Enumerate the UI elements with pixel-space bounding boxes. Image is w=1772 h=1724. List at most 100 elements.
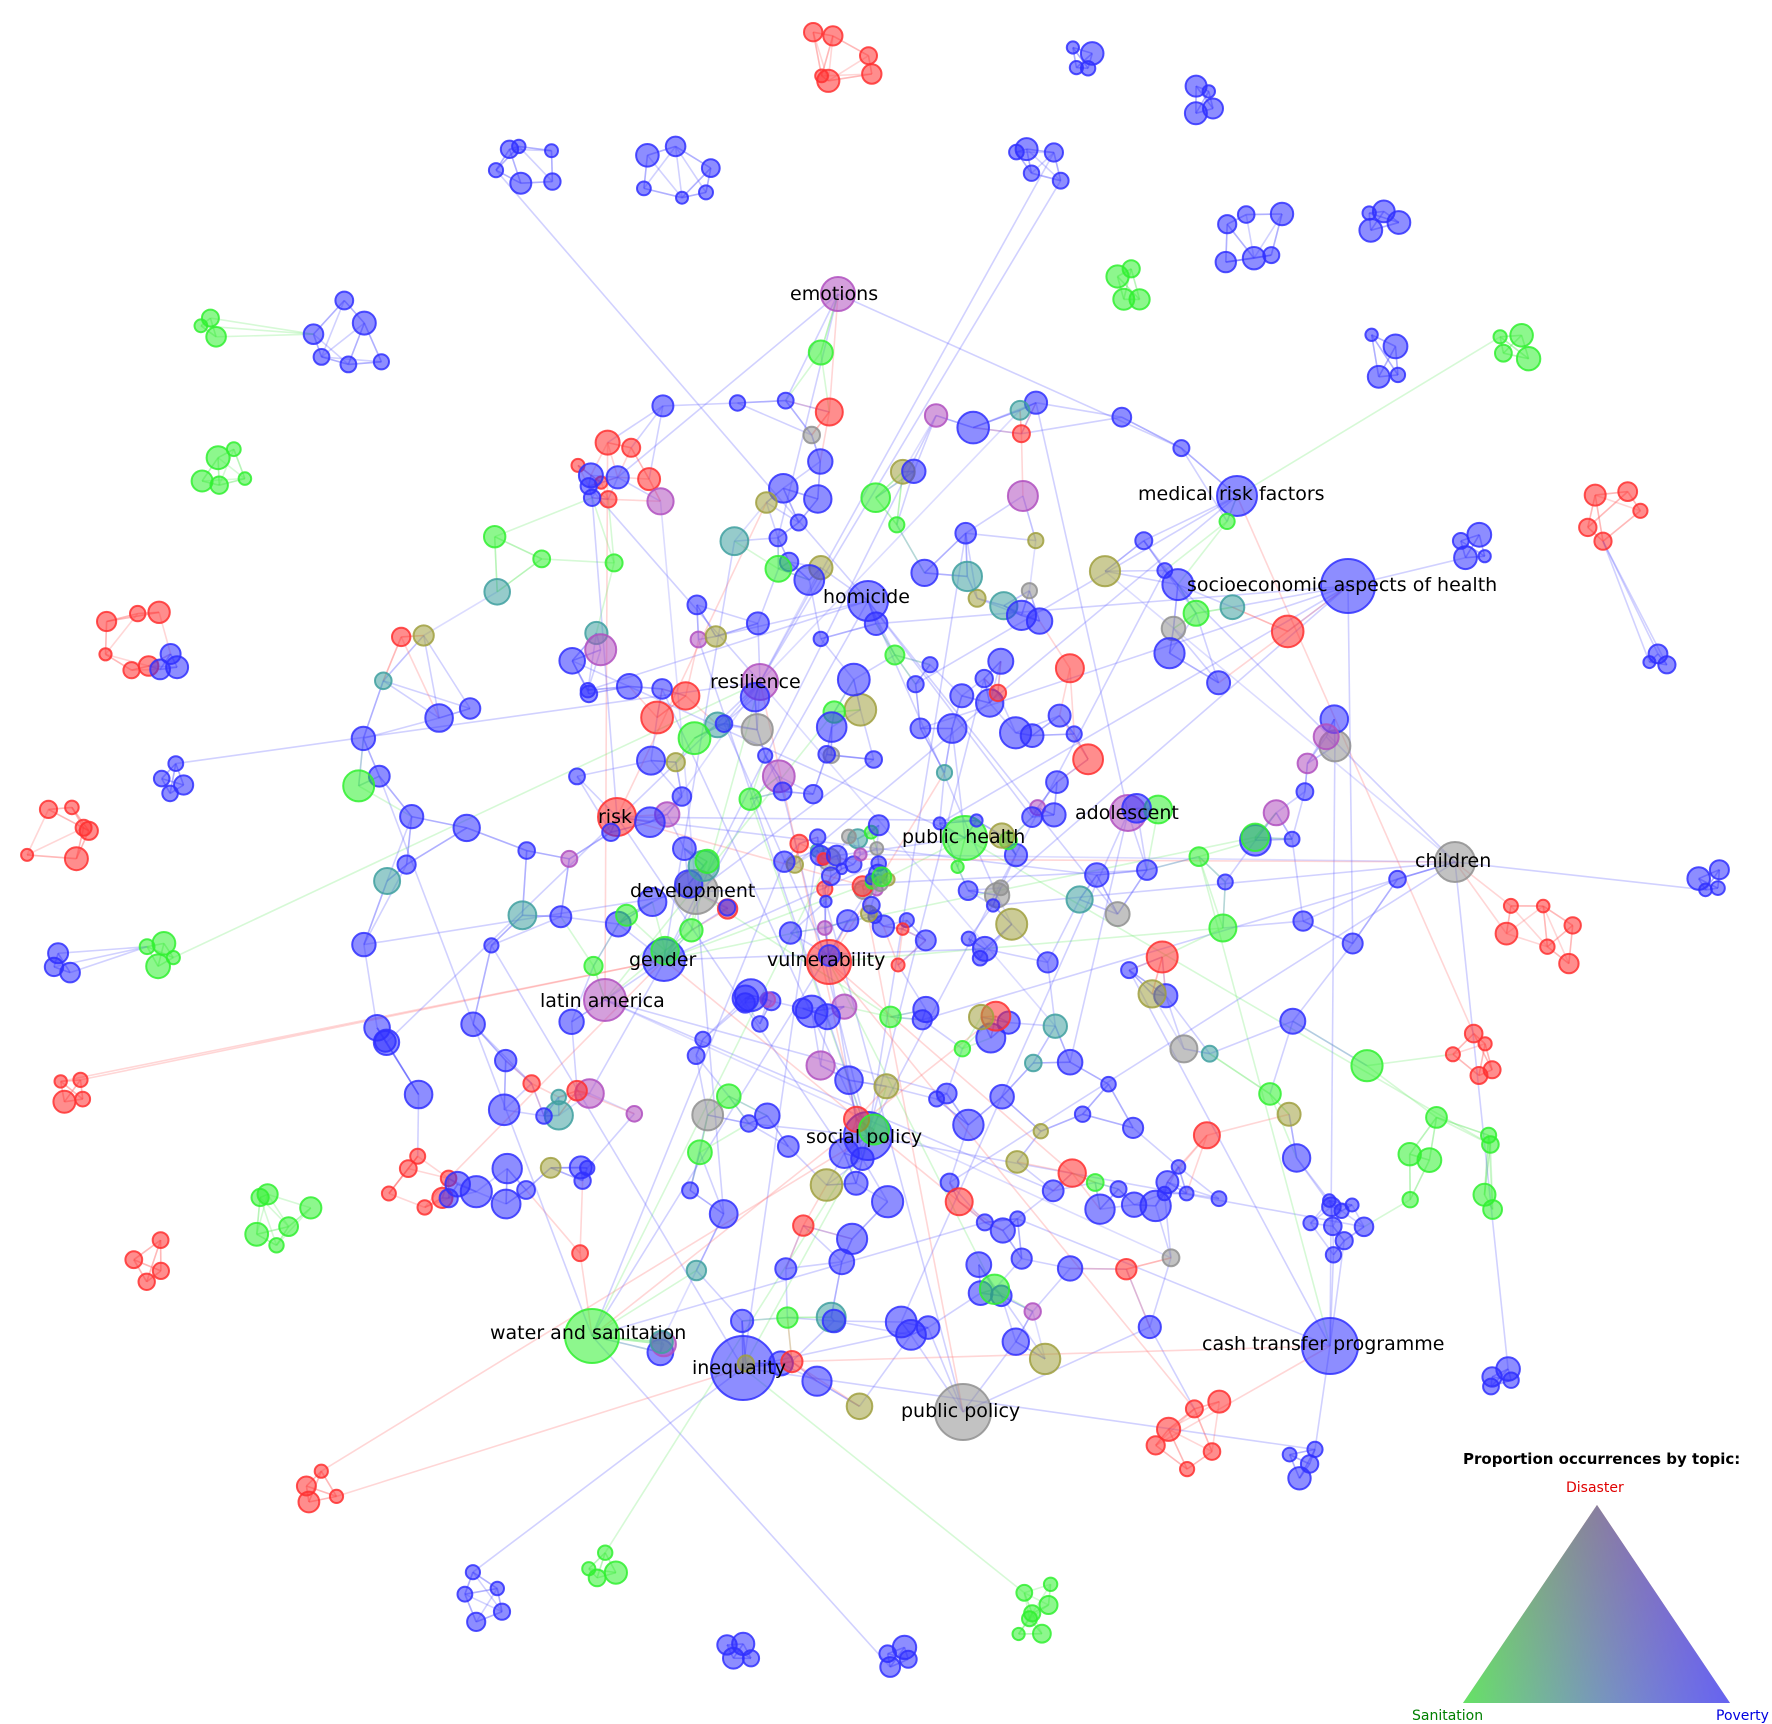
- network-node: [391, 626, 412, 648]
- network-node: [816, 920, 833, 936]
- network-node: [1005, 599, 1038, 632]
- network-node: [671, 681, 701, 711]
- network-edge: [648, 405, 664, 480]
- network-node: [1202, 1442, 1222, 1461]
- network-node: [1216, 873, 1234, 891]
- network-edge: [663, 881, 873, 961]
- network-node: [843, 1170, 869, 1196]
- network-node: [256, 1183, 279, 1206]
- network-node: [731, 1631, 756, 1657]
- network-node: [1172, 439, 1191, 458]
- network-node: [873, 1073, 900, 1100]
- network-node: [1156, 562, 1174, 579]
- network-edge: [472, 945, 493, 1025]
- network-node: [20, 847, 35, 862]
- network-edge: [216, 333, 314, 338]
- network-node: [1085, 1173, 1105, 1192]
- network-node: [1073, 1105, 1092, 1123]
- network-edge: [1178, 1166, 1220, 1200]
- network-node: [957, 880, 979, 901]
- network-node: [807, 339, 834, 366]
- network-node: [63, 846, 89, 872]
- network-node: [1401, 1191, 1419, 1209]
- network-node: [801, 1365, 833, 1397]
- network-node: [1539, 938, 1556, 955]
- network-node: [859, 46, 878, 66]
- network-node: [836, 909, 860, 933]
- network-node: [935, 764, 954, 782]
- network-node: [1137, 979, 1167, 1009]
- network-node: [1495, 1356, 1521, 1382]
- network-node: [821, 1308, 847, 1334]
- node-children: [1434, 841, 1476, 883]
- network-node: [466, 1611, 487, 1633]
- network-edge: [1164, 520, 1228, 572]
- network-node: [1122, 1116, 1145, 1140]
- network-node: [677, 721, 712, 756]
- network-node: [1281, 1446, 1298, 1463]
- network-edge: [400, 636, 440, 719]
- network-node: [950, 859, 965, 875]
- network-node: [1382, 333, 1409, 360]
- network-node: [679, 918, 704, 943]
- network-node: [1397, 1142, 1422, 1167]
- network-node: [205, 445, 231, 471]
- network-node: [516, 1180, 536, 1200]
- network-node: [1145, 940, 1179, 974]
- network-node: [912, 995, 940, 1024]
- network-node: [539, 1156, 562, 1179]
- network-node: [605, 465, 630, 490]
- network-node: [452, 813, 481, 843]
- network-edge: [423, 591, 498, 637]
- network-edge: [586, 1113, 635, 1169]
- network-node: [1068, 60, 1085, 76]
- network-node: [960, 930, 977, 947]
- network-node: [936, 713, 968, 744]
- network-node: [1014, 137, 1039, 162]
- network-edge: [867, 600, 1033, 818]
- network-node: [1011, 1626, 1026, 1642]
- network-edge: [1035, 401, 1122, 418]
- node-socio: [1320, 558, 1376, 614]
- network-node: [967, 588, 987, 608]
- network-node: [1208, 913, 1238, 943]
- network-node: [396, 854, 417, 875]
- network-node: [244, 1221, 270, 1247]
- network-node: [460, 1011, 486, 1038]
- network-node: [1065, 725, 1083, 743]
- network-node: [72, 1071, 89, 1089]
- network-edge: [965, 532, 1036, 542]
- network-node: [1312, 723, 1340, 751]
- network-node: [583, 955, 604, 977]
- network-node: [225, 441, 242, 458]
- network-node: [1322, 1193, 1337, 1208]
- network-node: [1005, 1150, 1029, 1174]
- network-node: [1161, 1248, 1181, 1268]
- network-node: [884, 1305, 918, 1339]
- network-node: [342, 769, 376, 803]
- network-node: [380, 1185, 397, 1202]
- network-node: [1477, 549, 1492, 564]
- node-latinamerica: [583, 978, 627, 1022]
- network-node: [1389, 366, 1407, 384]
- network-node: [1111, 406, 1133, 428]
- network-node: [1341, 932, 1364, 955]
- network-edge: [742, 1367, 1316, 1451]
- network-node: [1509, 323, 1534, 348]
- network-node: [1535, 898, 1551, 914]
- network-node: [1686, 866, 1711, 891]
- network-node: [805, 1050, 836, 1081]
- network-node: [372, 353, 390, 371]
- network-node: [1371, 199, 1396, 224]
- network-edge: [867, 600, 1119, 915]
- network-node: [1350, 1049, 1384, 1083]
- network-edge: [1149, 1326, 1196, 1410]
- network-node: [1104, 901, 1131, 928]
- network-edge: [495, 169, 869, 602]
- network-node: [237, 471, 253, 486]
- network-edge: [336, 1367, 744, 1498]
- network-edge: [695, 891, 725, 1215]
- network-node: [161, 784, 179, 803]
- network-node: [1121, 793, 1152, 824]
- network-node: [651, 678, 673, 700]
